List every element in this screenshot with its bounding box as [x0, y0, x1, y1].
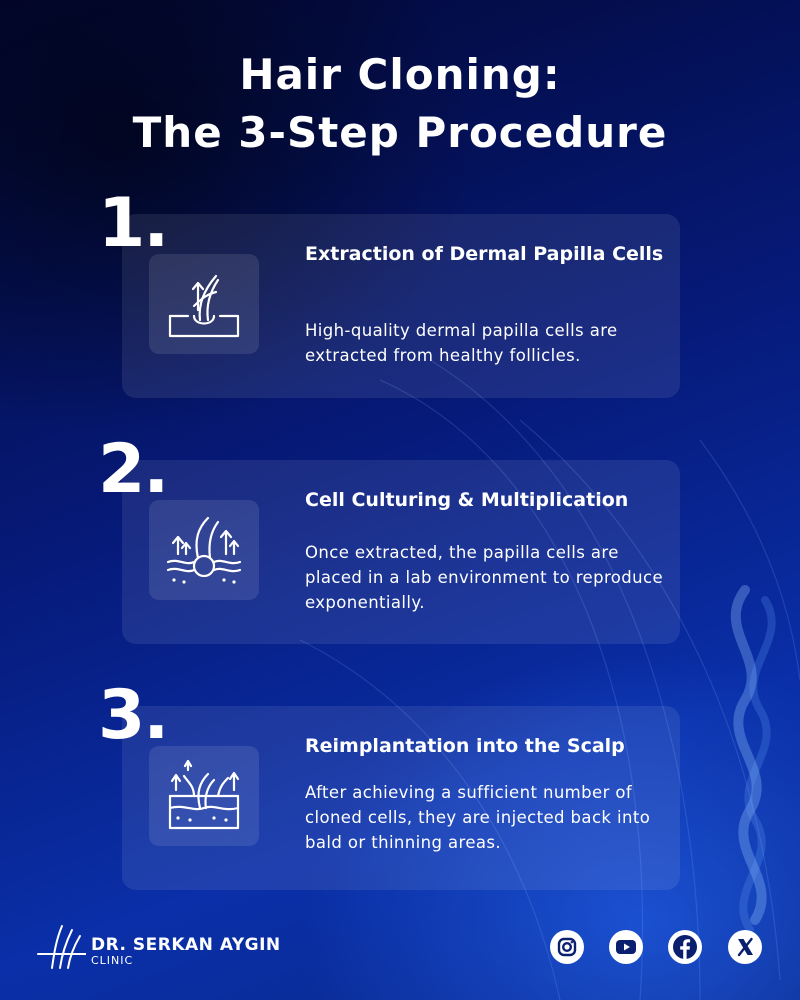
youtube-link[interactable]	[609, 930, 643, 964]
facebook-link[interactable]	[668, 930, 702, 964]
instagram-link[interactable]	[550, 930, 584, 964]
step-text-1: High-quality dermal papilla cells are ex…	[305, 321, 618, 365]
x-icon	[737, 937, 753, 957]
page-title: Hair Cloning: The 3-Step Procedure	[0, 46, 800, 162]
step-icon-box-2	[149, 500, 259, 600]
facebook-icon	[673, 935, 697, 959]
step-title-1: Extraction of Dermal Papilla Cells	[305, 243, 664, 265]
instagram-icon	[557, 937, 577, 957]
step-number-3: 3.	[98, 676, 169, 755]
step-text-2: Once extracted, the papilla cells are pl…	[305, 543, 664, 612]
clinic-logo-mark-icon	[37, 925, 86, 969]
step-number-2: 2.	[98, 430, 169, 509]
step-number-1: 1.	[98, 184, 169, 263]
step-card-1: Extraction of Dermal Papilla Cells High-…	[122, 214, 680, 398]
scalp-reimplantation-icon	[168, 759, 240, 830]
youtube-icon	[616, 940, 636, 954]
hair-follicle-extraction-icon	[168, 274, 240, 338]
clinic-name: DR. SERKAN AYGIN	[91, 935, 281, 955]
step-card-2: Cell Culturing & Multiplication Once ext…	[122, 460, 680, 644]
step-icon-box-1	[149, 254, 259, 354]
clinic-subtitle: CLINIC	[91, 954, 134, 967]
step-title-2: Cell Culturing & Multiplication	[305, 489, 629, 511]
step-title-3: Reimplantation into the Scalp	[305, 735, 625, 757]
x-link[interactable]	[728, 930, 762, 964]
clinic-logo: DR. SERKAN AYGIN CLINIC	[36, 922, 296, 976]
title-line-1: Hair Cloning:	[239, 50, 561, 99]
cell-multiplication-icon	[166, 516, 242, 584]
title-line-2: The 3-Step Procedure	[132, 108, 668, 157]
step-card-3: Reimplantation into the Scalp After achi…	[122, 706, 680, 890]
step-text-3: After achieving a sufficient number of c…	[305, 783, 651, 852]
step-icon-box-3	[149, 746, 259, 846]
